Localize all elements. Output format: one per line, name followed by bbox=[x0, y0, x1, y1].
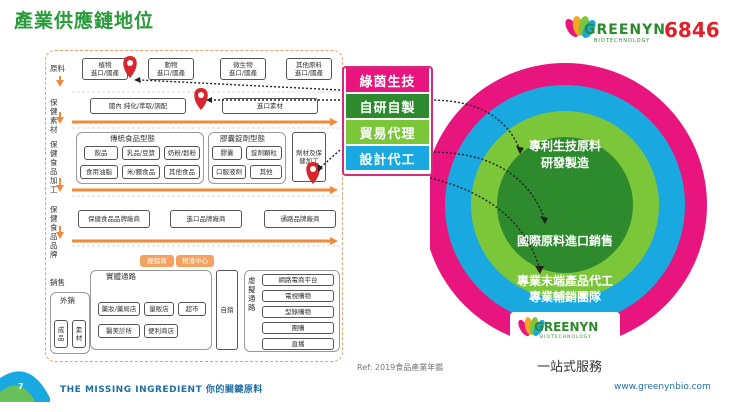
raw-other-label: 其他原料 bbox=[296, 61, 322, 69]
virt-item-tv: 電視購物 bbox=[262, 290, 334, 302]
ring-outer-text-1: 專業末端產品代工 bbox=[516, 274, 613, 288]
diagram-frame bbox=[45, 50, 343, 362]
trad-item-noodle: 米/麵食品 bbox=[122, 165, 160, 179]
caps-item-capsule: 膠囊 bbox=[212, 146, 242, 160]
virtual-channel-group bbox=[244, 270, 340, 352]
export-title: 外銷 bbox=[60, 296, 75, 305]
physical-channel-group bbox=[90, 270, 212, 350]
raw-other-sub: 進口/國產 bbox=[294, 69, 324, 77]
raw-plant-sub: 進口/國產 bbox=[90, 69, 120, 77]
export-group bbox=[50, 292, 90, 354]
pins-layer bbox=[123, 56, 341, 184]
stock-code: 6846 bbox=[664, 18, 720, 42]
brand-channel: 通路品牌廠商 bbox=[264, 210, 336, 228]
legend-connectors bbox=[429, 99, 548, 274]
legend-item-greenyn: 綠茵生技 bbox=[346, 68, 429, 92]
one-stop-service-label: 一站式服務 bbox=[537, 360, 603, 375]
footer-divider bbox=[0, 402, 740, 412]
capsule-group bbox=[208, 132, 286, 184]
raw-microbe-sub: 進口/國產 bbox=[228, 69, 258, 77]
trad-item-other: 其他食品 bbox=[164, 165, 200, 179]
legend-item-rnd: 自研自製 bbox=[346, 94, 429, 118]
ring-outer-text-2: 專業輔銷團隊 bbox=[528, 290, 601, 304]
phys-item-hypermarket: 量販店 bbox=[144, 302, 174, 316]
raw-other: 其他原料 進口/國產 bbox=[286, 58, 332, 80]
traditional-food-group bbox=[76, 132, 204, 184]
footer-website[interactable]: www.greenynbio.com bbox=[614, 382, 711, 392]
raw-animal-sub: 進口/國產 bbox=[156, 69, 186, 77]
ring-logo-name: GREENYN bbox=[534, 320, 599, 334]
export-item-material: 素材 bbox=[72, 320, 86, 348]
raw-animal: 動物 進口/國產 bbox=[148, 58, 194, 80]
traditional-food-title: 傳統食品型態 bbox=[110, 134, 155, 143]
concentric-rings bbox=[430, 63, 707, 347]
ring-inner-text: 專利生技原料 研發製造 bbox=[528, 139, 601, 170]
distributor-badge: 經銷商 bbox=[140, 255, 174, 267]
trad-item-drinks: 飲品 bbox=[84, 146, 118, 160]
brand-subtitle: BIOTECHNOLOGY bbox=[594, 38, 651, 44]
ring-middle-text: 國際原料進口銷售 bbox=[516, 234, 613, 248]
raw-microbe-label: 微生物 bbox=[233, 61, 253, 69]
domestic-processing: 國內 純化/萃取/調配 bbox=[90, 98, 186, 114]
raw-animal-label: 動物 bbox=[164, 61, 178, 69]
row-label-brand: 保健食品品牌 bbox=[50, 205, 58, 259]
location-pin-icon bbox=[194, 88, 208, 110]
virt-item-catalog: 型錄購物 bbox=[262, 306, 334, 318]
raw-microbe: 微生物 進口/國產 bbox=[220, 58, 266, 80]
trad-item-oil: 食用油脂 bbox=[80, 165, 118, 179]
phys-item-pharmacy: 藥妝/藥局店 bbox=[98, 302, 140, 316]
phys-item-convenience: 便利商店 bbox=[144, 324, 178, 338]
self-sales-box: 自銷 bbox=[216, 270, 238, 350]
brand-logo: GREENYN BIOTECHNOLOGY 6846 bbox=[560, 14, 730, 48]
row-label-sales: 銷售 bbox=[50, 278, 65, 287]
leaf-logo-icon bbox=[518, 317, 545, 337]
row-label-material: 保健素材 bbox=[50, 98, 58, 134]
caps-item-other: 其他 bbox=[250, 165, 282, 179]
row-label-raw: 原料 bbox=[50, 64, 65, 73]
ring-logo: GREENYN BIOTECHNOLOGY bbox=[510, 312, 620, 348]
physical-channel-title: 實體通路 bbox=[106, 272, 136, 281]
phys-item-clinic: 醫美診所 bbox=[98, 324, 140, 338]
leaf-logo-icon bbox=[565, 16, 596, 39]
export-item-product: 成品 bbox=[54, 320, 68, 348]
row-label-processing: 保健食品加工 bbox=[50, 140, 58, 194]
supply-chain-diagram: 原料 保健素材 保健食品加工 保健食品品牌 銷售 bbox=[0, 0, 345, 370]
virt-item-ecommerce: 網路電商平台 bbox=[262, 274, 334, 286]
brand-name: GREENYN bbox=[584, 22, 666, 38]
reference-note: Ref: 2019食品產業年鑑 bbox=[357, 363, 444, 372]
ring-logo-sub: BIOTECHNOLOGY bbox=[540, 335, 592, 340]
ring-inner bbox=[497, 137, 633, 273]
location-pin-icon bbox=[123, 56, 137, 78]
legend-item-trade: 貿易代理 bbox=[346, 120, 429, 144]
brand-import: 進口品牌廠商 bbox=[170, 210, 242, 228]
legend-item-oem: 設計代工 bbox=[346, 146, 429, 170]
raw-plant-label: 植物 bbox=[98, 61, 112, 69]
capsule-title: 膠囊錠劑型態 bbox=[220, 134, 265, 143]
virt-item-live: 直播 bbox=[262, 338, 334, 350]
import-material: 進口素材 bbox=[222, 98, 318, 114]
trad-item-milkpowder: 奶粉/穀粉 bbox=[164, 146, 200, 160]
location-pin-icon bbox=[306, 162, 320, 184]
virt-item-groupbuy: 團購 bbox=[262, 322, 334, 334]
brand-health-food: 保健食品品牌廠商 bbox=[78, 210, 150, 228]
logistics-badge: 物流中心 bbox=[176, 255, 214, 267]
caps-item-tablet: 錠劑顆粒 bbox=[246, 146, 282, 160]
page-title: 產業供應鏈地位 bbox=[14, 10, 155, 32]
caps-item-liquid: 口服液劑 bbox=[212, 165, 246, 179]
page-number: 7 bbox=[18, 382, 24, 391]
footer-tagline: THE MISSING INGREDIENT 你的關鍵原料 bbox=[60, 385, 263, 395]
phys-item-supermarket: 超市 bbox=[178, 302, 206, 316]
virtual-channel-title: 虛擬通路 bbox=[248, 276, 256, 312]
row-dividers bbox=[56, 76, 340, 247]
trad-item-dairy: 乳品/豆漿 bbox=[122, 146, 160, 160]
